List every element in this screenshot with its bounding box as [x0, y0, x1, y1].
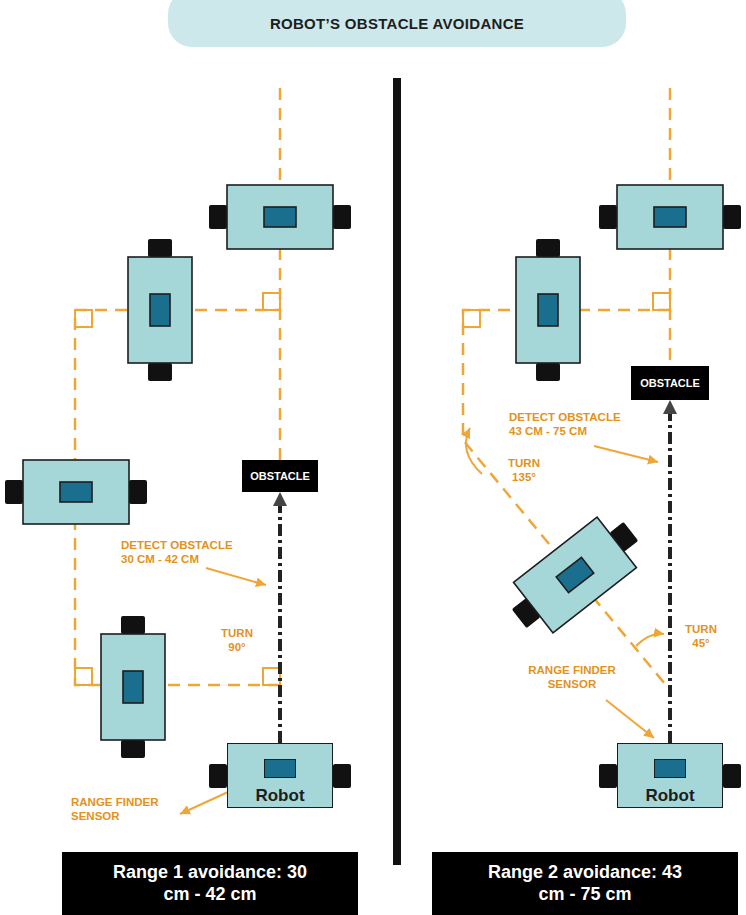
title-text: ROBOT’S OBSTACLE AVOIDANCE: [168, 0, 626, 47]
right-angle-mark: [75, 668, 92, 685]
annotation-label: TURN 45°: [678, 622, 724, 650]
range-box: Range 2 avoidance: 43 cm - 75 cm: [432, 852, 738, 915]
right-angle-mark: [75, 310, 92, 327]
obstacle-box: OBSTACLE: [631, 366, 709, 400]
path-line: [279, 88, 282, 460]
turn-arcs: [466, 428, 664, 646]
range-finder-sensor: [264, 759, 296, 778]
node-text: OBSTACLE: [250, 470, 310, 482]
robot-positions: [5, 185, 741, 758]
robot-figure: [101, 616, 165, 758]
obstacle-box: OBSTACLE: [242, 460, 318, 492]
node-text: Range 1 avoidance: 30 cm - 42 cm: [100, 862, 320, 905]
annotation-label: DETECT OBSTACLE 43 CM - 75 CM: [508, 410, 628, 438]
right-angle-mark: [263, 668, 280, 685]
right-angle-mark: [263, 293, 280, 310]
annotation-label: RANGE FINDER SENSOR: [515, 663, 629, 691]
annotation-label: TURN 135°: [500, 456, 548, 484]
right-angle-mark: [653, 293, 670, 310]
title-pill: [168, 0, 626, 47]
wheel: [209, 764, 227, 788]
wheel: [599, 764, 617, 788]
robot-figure: [128, 239, 192, 381]
sensing-beam: [668, 414, 672, 743]
path-lines: [75, 88, 670, 690]
robot-figure: [5, 460, 147, 524]
node-text: Range 2 avoidance: 43 cm - 75 cm: [475, 862, 695, 905]
leader-line: [594, 446, 658, 462]
node-text: Robot: [255, 786, 304, 806]
range-box: Range 1 avoidance: 30 cm - 42 cm: [62, 852, 358, 915]
turn-arc: [636, 634, 664, 646]
node-text: OBSTACLE: [640, 377, 700, 389]
leader-line: [206, 568, 266, 585]
annotation-label: DETECT OBSTACLE 30 CM - 42 CM: [120, 538, 240, 566]
wheel: [333, 764, 351, 788]
divider: [393, 78, 401, 865]
robot-figure: [209, 185, 351, 249]
annotation-label: RANGE FINDER SENSOR: [70, 795, 172, 823]
robot-body: Robot: [227, 743, 333, 808]
turn-arc: [466, 428, 482, 474]
robot-figure: [599, 185, 741, 249]
annotation-label: TURN 90°: [214, 626, 260, 654]
right-angle-mark: [463, 310, 480, 327]
robot-figure: [516, 239, 580, 381]
range-finder-sensor: [654, 759, 686, 778]
robot-figure: [499, 506, 650, 644]
node-text: Robot: [645, 786, 694, 806]
leader-lines: [180, 446, 658, 814]
wheel: [723, 764, 741, 788]
leader-line: [180, 792, 228, 814]
sensing-beam: [278, 506, 282, 743]
leader-line: [606, 700, 654, 738]
robot-body: Robot: [617, 743, 723, 808]
